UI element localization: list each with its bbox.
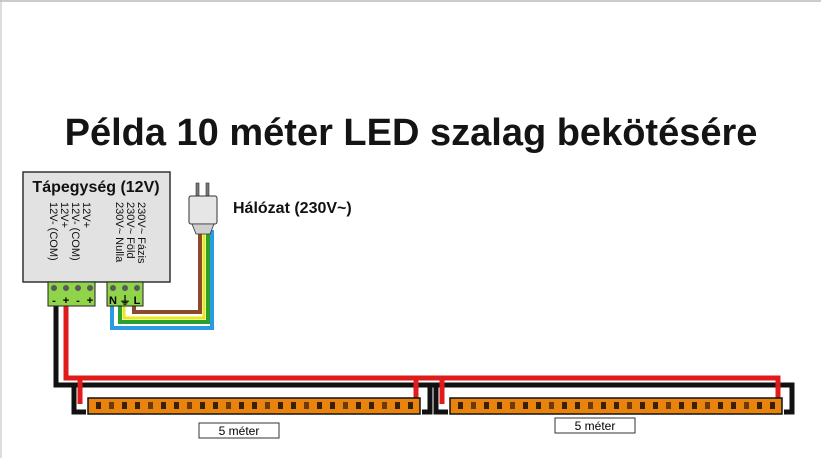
- dc-screw-1: [51, 285, 57, 291]
- output-label-1: 12V- (COM): [47, 202, 59, 261]
- strip-1-led-8: [200, 402, 205, 409]
- led-strip-2: [449, 397, 783, 415]
- strip-2-led-10: [588, 402, 593, 409]
- strip-2-length-label: 5 méter: [575, 419, 616, 433]
- output-label-3: 12V- (COM): [69, 202, 81, 261]
- strip-1-led-1: [109, 402, 114, 409]
- strip-1-led-18: [330, 402, 335, 409]
- strip-2-led-7: [549, 402, 554, 409]
- strip-2-led-4: [510, 402, 515, 409]
- plug-body: [188, 195, 218, 225]
- strip-1-led-0: [96, 402, 101, 409]
- strip-2-led-8: [562, 402, 567, 409]
- strip-1-led-24: [408, 402, 413, 409]
- mains-label: Hálózat (230V~): [233, 200, 352, 217]
- strip-1-length-box: [198, 422, 280, 439]
- dc-screw-4: [87, 285, 93, 291]
- strip-2-led-1: [471, 402, 476, 409]
- strip-1-led-16: [304, 402, 309, 409]
- strip-1-led-9: [213, 402, 218, 409]
- strip-2-led-19: [705, 402, 710, 409]
- dc-symbol-4: +: [87, 295, 93, 307]
- positive-wire-strip1: [63, 298, 419, 404]
- strip-1-led-22: [382, 402, 387, 409]
- strip-2-led-12: [614, 402, 619, 409]
- plug-pin-right: [205, 182, 210, 198]
- power-supply: Tápegység (12V) 12V- (COM) 12V+ 12V- (CO…: [22, 171, 171, 307]
- strip-2-led-9: [575, 402, 580, 409]
- strip-2-led-18: [692, 402, 697, 409]
- dc-screw-3: [75, 285, 81, 291]
- strip-1-led-7: [187, 402, 192, 409]
- strip-2-leds: [458, 402, 775, 409]
- dc-symbol-1: -: [52, 295, 56, 307]
- strip-1-led-2: [122, 402, 127, 409]
- power-supply-box: [22, 171, 171, 283]
- ac-symbol-l: L: [134, 295, 141, 307]
- strip-2-led-6: [536, 402, 541, 409]
- strip-1-led-20: [356, 402, 361, 409]
- strip-2-led-11: [601, 402, 606, 409]
- negative-wire-strip2: [433, 385, 448, 415]
- strip-1-led-5: [161, 402, 166, 409]
- diagram-title: Példa 10 méter LED szalag bekötésére: [65, 112, 758, 154]
- strip-1-led-23: [395, 402, 400, 409]
- plug-neck: [191, 223, 215, 235]
- ac-terminal-block: N ⏚ L: [106, 281, 144, 307]
- strip-2-led-16: [666, 402, 671, 409]
- dc-wires: [53, 298, 795, 415]
- strip-2-led-21: [731, 402, 736, 409]
- ac-screw-1: [110, 285, 116, 291]
- dc-symbol-3: -: [76, 295, 80, 307]
- negative-wire-second: [430, 382, 795, 415]
- strip-2-led-2: [484, 402, 489, 409]
- input-label-fold: 230V~ Föld: [124, 202, 136, 259]
- strip-1-led-17: [317, 402, 322, 409]
- dc-symbol-2: +: [63, 295, 69, 307]
- led-strip-1: [87, 397, 421, 415]
- output-label-2: 12V+: [58, 202, 70, 228]
- dc-terminal-block: - + - +: [47, 281, 96, 307]
- ground-icon: ⏚: [120, 294, 131, 307]
- strip-1-led-10: [226, 402, 231, 409]
- strip-2-length-box: [554, 417, 636, 434]
- strip-2-led-15: [653, 402, 658, 409]
- strip-1-led-13: [265, 402, 270, 409]
- ac-symbol-n: N: [109, 295, 117, 307]
- ac-screw-2: [122, 285, 128, 291]
- strip-2-led-13: [627, 402, 632, 409]
- strip-1-led-19: [343, 402, 348, 409]
- strip-1-led-6: [174, 402, 179, 409]
- strip-1-length-label: 5 méter: [219, 424, 260, 438]
- strip-1-led-15: [291, 402, 296, 409]
- negative-wire-strip1: [71, 385, 86, 415]
- strip-2-led-17: [679, 402, 684, 409]
- strip-2-led-24: [770, 402, 775, 409]
- strip-2-led-5: [523, 402, 528, 409]
- dc-screw-2: [63, 285, 69, 291]
- strip-1-led-21: [369, 402, 374, 409]
- strip-1-led-12: [252, 402, 257, 409]
- strip-2-led-0: [458, 402, 463, 409]
- strip-2-led-20: [718, 402, 723, 409]
- ac-screw-3: [134, 285, 140, 291]
- strip-2-led-22: [744, 402, 749, 409]
- input-label-nulla: 230V~ Nulla: [113, 202, 125, 263]
- strip-2-led-14: [640, 402, 645, 409]
- strip-1-led-4: [148, 402, 153, 409]
- plug-pin-left: [195, 182, 200, 198]
- input-label-fazis: 230V~ Fázis: [135, 202, 147, 264]
- positive-wire-strip2: [416, 375, 781, 404]
- output-label-4: 12V+: [80, 202, 92, 228]
- mains-plug: [188, 182, 218, 235]
- strip-1-led-11: [239, 402, 244, 409]
- strip-1-led-14: [278, 402, 283, 409]
- power-supply-label: Tápegység (12V): [32, 179, 159, 196]
- strip-2-led-23: [757, 402, 762, 409]
- strip-1-leds: [96, 402, 413, 409]
- strip-1-led-3: [135, 402, 140, 409]
- strip-2-led-3: [497, 402, 502, 409]
